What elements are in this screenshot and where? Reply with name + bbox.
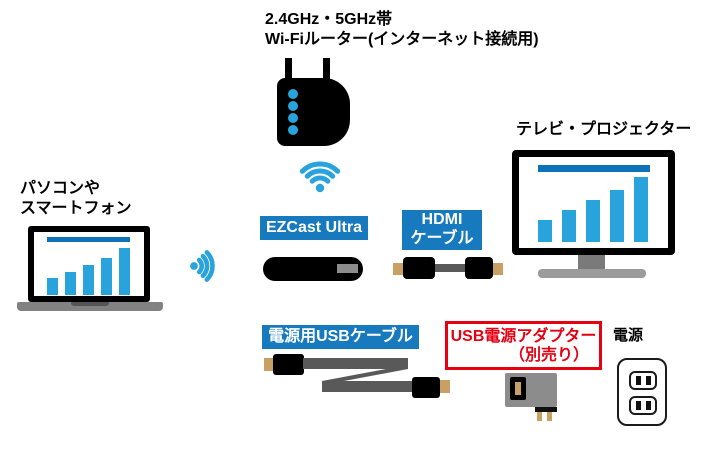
router-label: 2.4GHz・5GHz帯 Wi-Fiルーター(インターネット接続用) [265,10,539,49]
tv-stand-base [538,269,646,278]
hdmi-cable-tag: HDMI ケーブル [402,210,482,250]
tv-stand-neck [578,255,605,270]
led-icon [288,101,298,111]
usb-plug-tip-right [440,380,450,393]
usb-power-cable-tag: 電源用USBケーブル [262,325,419,349]
chart-bar [119,248,130,295]
usb-adapter-label-line1: USB電源アダプター [450,328,597,345]
dongle-connector [337,264,358,273]
screen-topbar [47,237,130,242]
usb-power-cable-illustration [262,352,452,400]
outlet-slot [645,376,651,385]
router-antenna-right [323,58,330,80]
router-body [277,78,350,146]
cast-signal-icon [190,246,218,286]
pc-label-line1: パソコンや [20,180,101,197]
usb-connector-left [273,354,304,375]
hdmi-tag-line1: HDMI [421,211,463,229]
usb-connector-right [412,377,440,398]
chart-bar [65,272,76,295]
router-antenna-left [285,58,292,80]
chart-bar [634,177,648,242]
chart-bar [562,210,576,242]
adapter-prong-left [537,412,542,421]
usb-wire-top [303,358,408,369]
chart-bar [83,265,94,295]
adapter-usb-port [510,377,526,400]
led-icon [288,125,298,135]
usb-adapter-callout: USB電源アダプター （別売り） [445,321,602,370]
hdmi-connector-right [465,257,493,279]
usb-plug-tip-left [264,358,274,371]
outlet-slot [635,376,641,385]
tv-bar-chart [538,177,656,242]
outlet-slot [635,401,641,410]
hdmi-plug-tip-left [393,263,403,275]
chart-bar [586,200,600,242]
adapter-prong-right [547,412,552,421]
outlet-socket-top [629,371,657,390]
tv-label: テレビ・プロジェクター [516,121,692,138]
outlet-slot [645,401,651,410]
chart-bar [47,278,58,295]
laptop-screen-content [34,232,144,296]
led-icon [288,113,298,123]
led-icon [288,89,298,99]
tv-screen-content [519,157,668,248]
laptop-bar-chart [47,248,137,295]
hdmi-tag-line2: ケーブル [410,230,474,247]
hdmi-cable-illustration [393,257,503,281]
router-label-line1: 2.4GHz・5GHz帯 [265,11,393,28]
hdmi-connector-left [403,257,435,279]
pc-label: パソコンや スマートフォン [20,179,132,218]
chart-bar [538,220,552,242]
laptop-illustration [17,226,163,312]
power-label: 電源 [613,327,644,344]
pc-label-line2: スマートフォン [20,199,132,217]
outlet-socket-bottom [629,396,657,415]
adapter-usb-pin [515,382,521,395]
wifi-icon [294,157,346,193]
ezcast-dongle-illustration [263,257,363,281]
ezcast-ultra-tag: EZCast Ultra [260,216,368,240]
hdmi-cable-wire [435,264,465,272]
router-status-leds [288,89,298,135]
router-illustration [277,58,350,148]
screen-topbar [538,165,650,172]
laptop-screen [28,226,150,302]
chart-bar [610,190,624,242]
usb-wire-diagonal [322,369,408,381]
usb-wire-bottom [322,381,414,392]
chart-bar [101,258,112,295]
laptop-base [17,302,163,311]
usb-adapter-illustration [505,373,562,421]
power-outlet-illustration [617,358,667,426]
router-label-line2: Wi-Fiルーター(インターネット接続用) [265,30,539,48]
adapter-foot [535,407,557,412]
usb-adapter-label-line2: （別売り） [508,347,589,365]
hdmi-plug-tip-right [493,263,503,275]
tv-frame [512,150,675,255]
tv-illustration [512,150,675,280]
laptop-notch [71,302,109,306]
